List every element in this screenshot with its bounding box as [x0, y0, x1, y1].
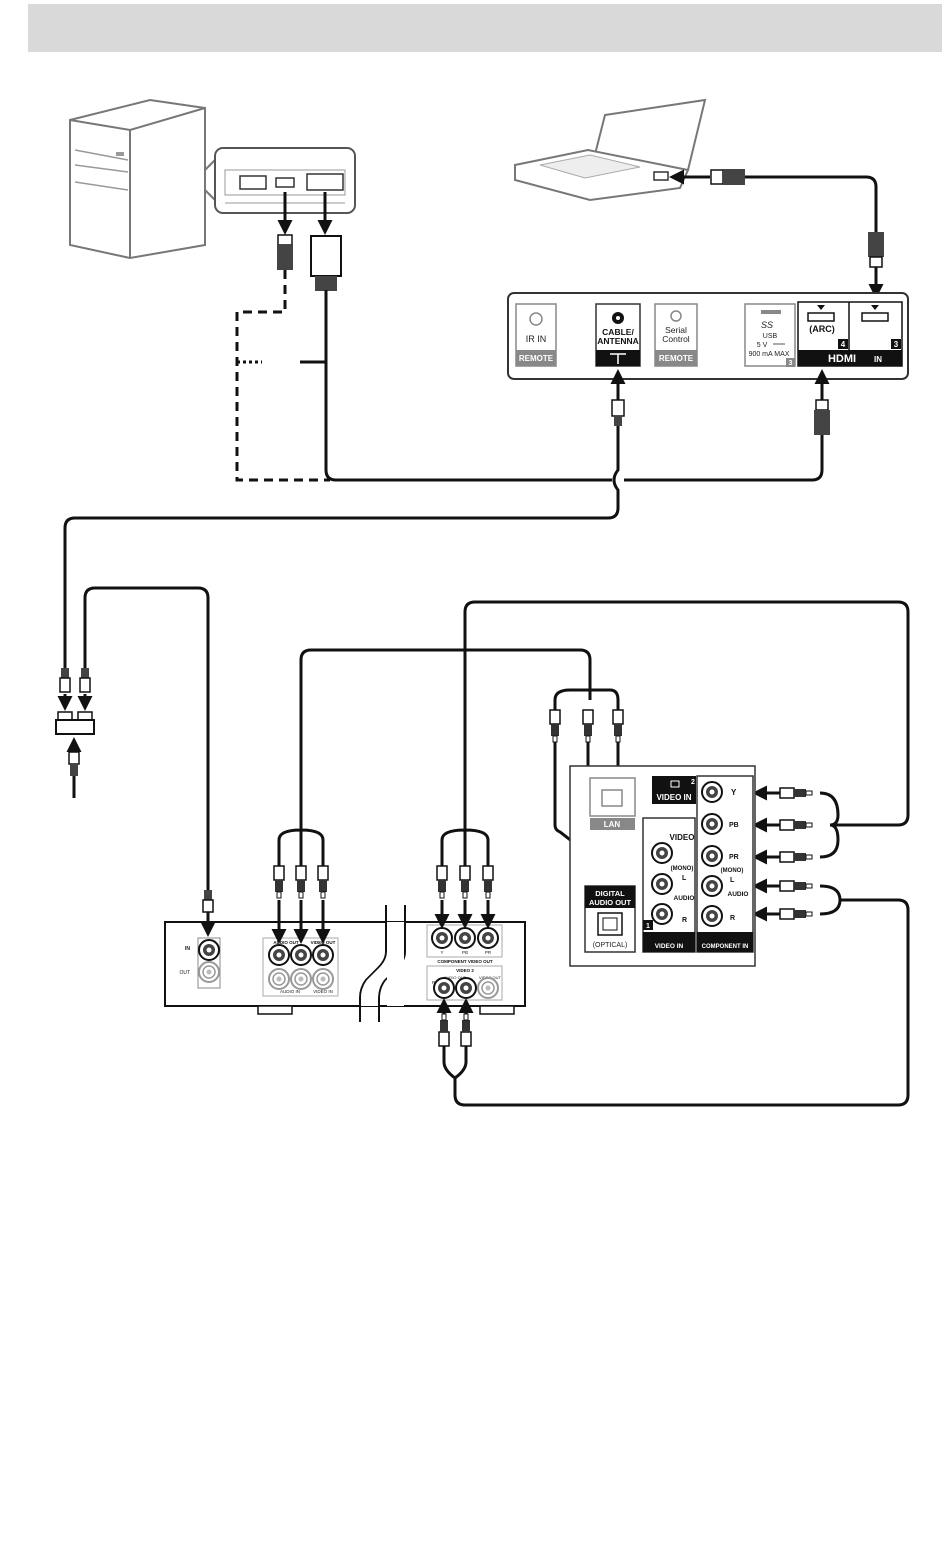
svg-text:AUDIO: AUDIO: [674, 895, 695, 902]
svg-text:L: L: [730, 877, 735, 884]
svg-text:PB: PB: [729, 822, 739, 829]
component-audio-cable: [436, 878, 910, 1107]
svg-text:3: 3: [894, 340, 899, 349]
svg-text:R: R: [730, 915, 735, 922]
tv-rear-panel: IR IN REMOTE CABLE/ ANTENNA Serial Contr…: [507, 292, 909, 380]
svg-text:(ARC): (ARC): [809, 324, 835, 334]
svg-text:3: 3: [789, 360, 793, 367]
cable-antenna-port: CABLE/ ANTENNA: [595, 303, 641, 367]
svg-text:(MONO): (MONO): [721, 868, 744, 874]
svg-text:COMPONENT VIDEO OUT: COMPONENT VIDEO OUT: [437, 959, 493, 964]
vga-port: [239, 175, 267, 190]
hdmi-in-ports: (ARC) 4 3 HDMI IN: [797, 301, 903, 367]
svg-text:REMOTE: REMOTE: [519, 354, 554, 363]
svg-text:PR: PR: [485, 950, 492, 955]
svg-text:HDMI: HDMI: [828, 353, 856, 365]
pc-dvi-cable: [300, 192, 612, 482]
hdmi-4-port: [807, 312, 835, 322]
antenna-cable: [63, 369, 626, 668]
svg-text:Y: Y: [440, 950, 443, 955]
svg-text:5 V: 5 V: [757, 342, 768, 349]
svg-text:AUDIO IN: AUDIO IN: [280, 989, 300, 994]
hdmi-3-port: [861, 312, 889, 322]
svg-text:Serial: Serial: [665, 325, 687, 335]
laptop-hdmi-cable: [669, 169, 884, 299]
pc-hdmi-cable: [235, 192, 330, 482]
component-video-cable: [434, 600, 910, 929]
svg-text:IN: IN: [185, 946, 190, 952]
tv-side-panel: LAN VIDEO IN 2 Y PB PR (MONO) L AUDIO R …: [569, 765, 756, 967]
desktop-computer: [69, 98, 216, 260]
svg-text:VIDEO IN: VIDEO IN: [313, 989, 333, 994]
svg-text:IN: IN: [874, 355, 882, 364]
laptop-hdmi-port: [653, 171, 669, 181]
svg-text:R: R: [682, 917, 687, 924]
header-bar: [28, 4, 942, 52]
svg-text:Control: Control: [662, 334, 690, 344]
svg-text:PR: PR: [729, 854, 739, 861]
svg-text:SS: SS: [761, 320, 773, 330]
svg-text:(OPTICAL): (OPTICAL): [593, 942, 628, 949]
svg-text:4: 4: [841, 340, 846, 349]
svg-text:Y: Y: [731, 788, 737, 797]
pc-hdmi-port: [275, 177, 295, 188]
svg-text:COMPONENT IN: COMPONENT IN: [702, 944, 749, 950]
svg-text:VIDEO IN: VIDEO IN: [656, 793, 691, 802]
svg-text:AUDIO OUT: AUDIO OUT: [589, 898, 632, 907]
svg-text:VIDEO IN: VIDEO IN: [655, 943, 684, 950]
svg-text:900 mA MAX: 900 mA MAX: [749, 351, 790, 358]
antenna-splitter: [55, 586, 210, 890]
lan-port: [589, 777, 636, 817]
svg-text:AUDIO OUT: AUDIO OUT: [444, 975, 467, 980]
svg-text:1: 1: [646, 923, 650, 930]
svg-text:OUT: OUT: [179, 970, 190, 976]
svg-text:L: L: [682, 875, 687, 882]
laptop: [514, 98, 707, 202]
svg-text:2: 2: [691, 779, 695, 786]
tv-hdmi-cable: [624, 369, 830, 482]
serial-control-port: Serial Control REMOTE: [654, 303, 698, 367]
svg-text:DIGITAL: DIGITAL: [595, 889, 625, 898]
dvi-port: [306, 173, 344, 191]
av-device: IN OUT AUDIO OUT VIDEO OUT AUDIO IN VIDE…: [164, 905, 526, 1022]
svg-text:VIDEO: VIDEO: [670, 833, 695, 842]
svg-text:ANTENNA: ANTENNA: [597, 336, 639, 346]
ir-in-port: IR IN REMOTE: [515, 303, 557, 367]
svg-text:VIDEO 2: VIDEO 2: [456, 968, 474, 973]
svg-text:R: R: [432, 980, 436, 985]
svg-text:PB: PB: [462, 950, 468, 955]
svg-text:REMOTE: REMOTE: [659, 354, 694, 363]
device-antenna-plug: [200, 890, 216, 937]
svg-text:CABLE/: CABLE/: [602, 327, 634, 337]
svg-text:USB: USB: [763, 333, 778, 340]
svg-text:(MONO): (MONO): [671, 866, 694, 872]
usb-port: SS USB 5 V 900 mA MAX 3: [744, 303, 796, 367]
svg-text:IR IN: IR IN: [526, 334, 547, 344]
svg-text:LAN: LAN: [604, 820, 621, 829]
svg-text:AUDIO: AUDIO: [728, 891, 749, 898]
